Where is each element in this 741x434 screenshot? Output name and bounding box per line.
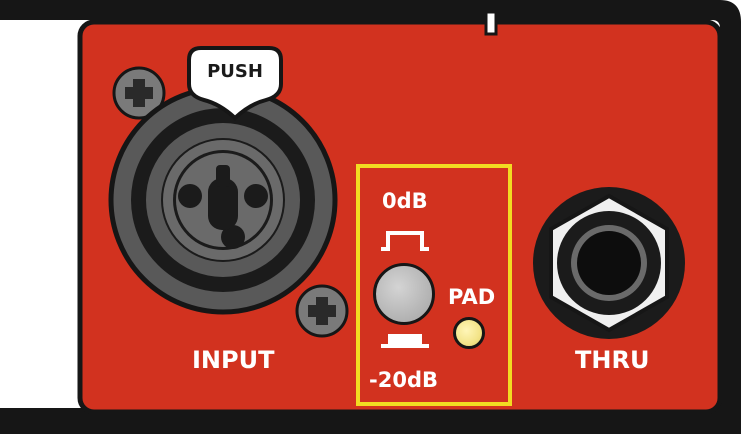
push-latch[interactable] — [187, 46, 283, 121]
switch-up-symbol-icon — [381, 231, 429, 251]
thru-label: THRU — [575, 346, 650, 374]
screw-bottom-right-icon — [295, 284, 349, 338]
pad-button[interactable] — [373, 263, 435, 325]
thru-jack-icon — [533, 187, 685, 339]
screw-top-left-icon — [112, 66, 166, 120]
pad-indicator-label: PAD — [448, 285, 496, 309]
pad-top-label: 0dB — [382, 189, 428, 213]
pad-highlight-box — [356, 164, 512, 406]
pad-bottom-label: -20dB — [369, 368, 438, 392]
switch-down-symbol-icon — [381, 334, 429, 348]
combo-input-jack-icon — [108, 85, 338, 315]
push-label: PUSH — [207, 61, 263, 82]
top-notch — [484, 10, 498, 36]
input-label: INPUT — [192, 346, 275, 374]
pad-led-indicator — [453, 317, 485, 349]
